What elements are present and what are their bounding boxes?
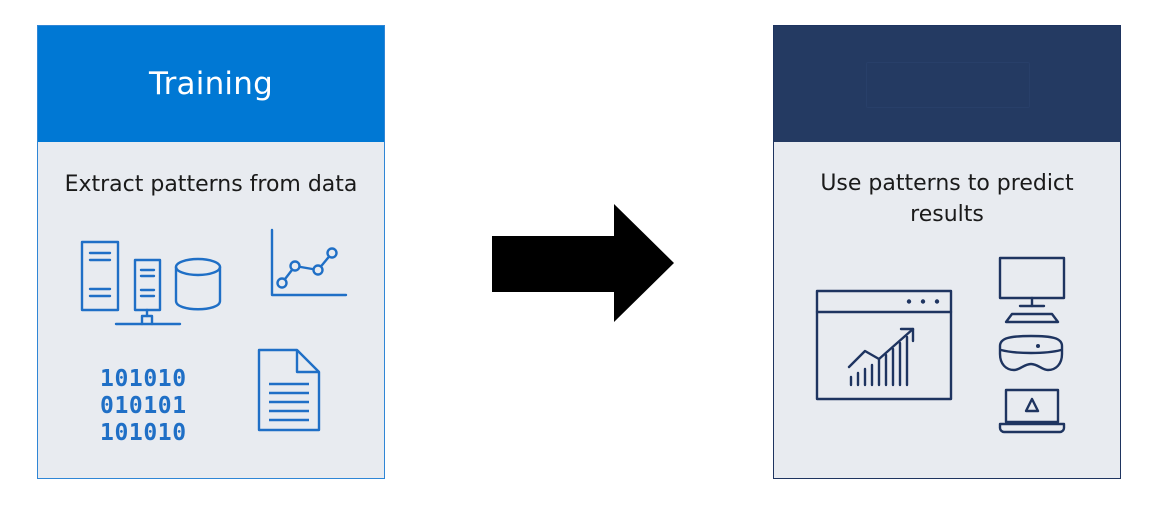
- inference-header: [774, 26, 1120, 142]
- training-header: Training: [38, 26, 384, 142]
- dashboard-window-icon: [815, 289, 953, 401]
- binary-row-1: 101010: [100, 366, 187, 392]
- laptop-icon: [998, 388, 1066, 434]
- document-icon: [257, 348, 321, 432]
- binary-row-3: 101010: [100, 420, 187, 446]
- line-chart-icon: [270, 228, 348, 297]
- servers-database-icon: [80, 240, 222, 326]
- binary-data-icon: 101010 010101 101010: [100, 366, 187, 446]
- inference-card: Use patterns to predict results: [773, 25, 1121, 479]
- mixed-reality-headset-icon: [998, 334, 1064, 372]
- training-card: Training Extract patterns from data: [37, 25, 385, 479]
- training-description: Extract patterns from data: [64, 172, 358, 197]
- inference-description: Use patterns to predict results: [820, 171, 1074, 227]
- arrow-right-icon: [492, 204, 674, 322]
- binary-row-2: 010101: [100, 393, 187, 419]
- inference-title-placeholder: [866, 62, 1030, 108]
- monitor-icon: [998, 256, 1066, 324]
- training-title: Training: [149, 66, 273, 102]
- process-arrow: [492, 204, 676, 328]
